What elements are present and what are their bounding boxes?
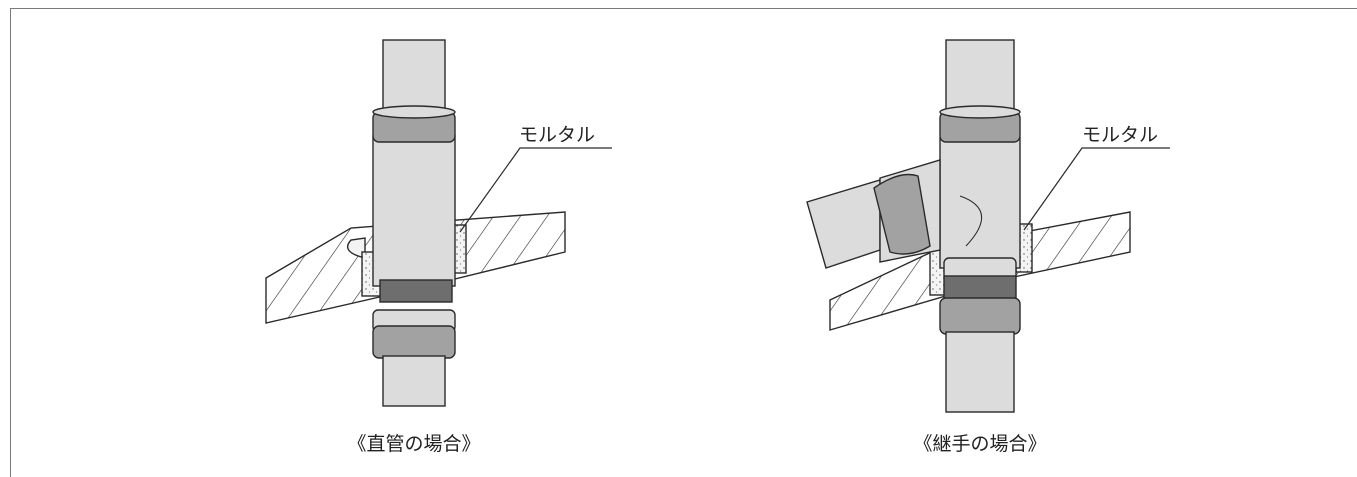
- slab-band-right: [943, 275, 1017, 301]
- callout-leader-right: [1023, 147, 1170, 231]
- pipe-body: [372, 135, 456, 287]
- straight-pipe-figure: [265, 39, 612, 407]
- callout-label-right: モルタル: [1082, 124, 1158, 146]
- caption-right: 《継手の場合》: [913, 433, 1046, 455]
- lower-band: [372, 325, 456, 359]
- lower-pipe: [382, 355, 446, 407]
- slab-band: [379, 279, 453, 303]
- branch-band: [873, 173, 931, 255]
- callout-label-left: モルタル: [519, 124, 595, 146]
- callout-leader-left: [459, 147, 612, 233]
- caption-left: 《直管の場合》: [347, 433, 480, 455]
- tee-body: [939, 137, 1021, 269]
- lower-band-right: [939, 297, 1021, 335]
- branch-pipe: [806, 179, 881, 269]
- lower-pipe-right: [945, 331, 1015, 413]
- tee-fitting-figure: [806, 39, 1170, 413]
- figure-frame: [10, 8, 1357, 477]
